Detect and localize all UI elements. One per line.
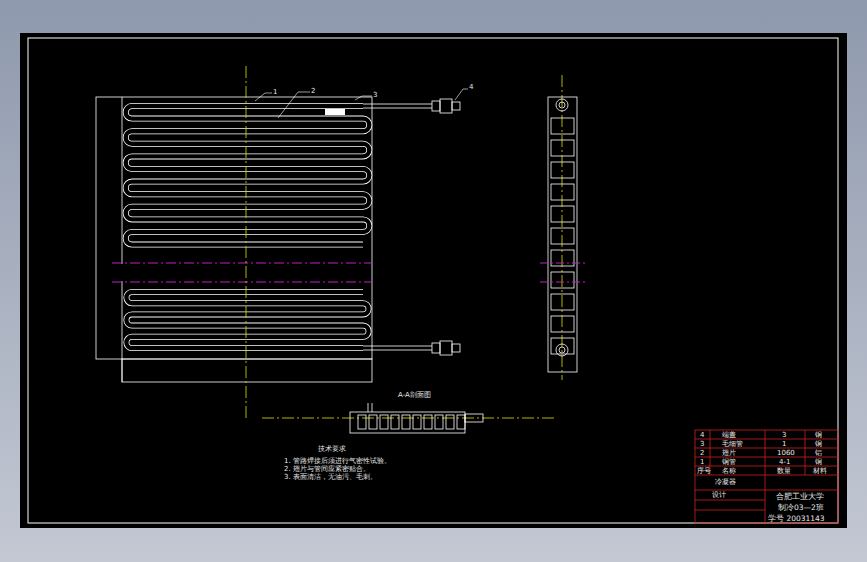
table-cell: 1 bbox=[782, 441, 786, 449]
break-line bbox=[112, 263, 372, 264]
table-cell: 3 bbox=[700, 441, 704, 449]
table-cell: 1060 bbox=[777, 450, 795, 458]
table-cell: 2 bbox=[700, 450, 704, 458]
note-text: 1. 管路焊接后须进行气密性试验。 bbox=[284, 458, 391, 466]
plate-edge bbox=[122, 97, 123, 382]
table-cell: 设计 bbox=[712, 492, 726, 500]
table-cell: 4 bbox=[700, 432, 704, 440]
break-line bbox=[112, 282, 372, 283]
break-gap bbox=[113, 264, 371, 281]
table-cell: 毛细管 bbox=[722, 441, 743, 449]
base-plate bbox=[122, 359, 372, 382]
table-cell: 端盖 bbox=[722, 432, 736, 440]
fin-outline bbox=[96, 97, 372, 359]
table-cell: 铜 bbox=[815, 432, 822, 440]
section-view bbox=[350, 403, 483, 433]
table-cell: 学号 20031143 bbox=[768, 515, 825, 523]
serpentine-tube bbox=[126, 106, 370, 348]
table-cell: 1 bbox=[700, 459, 704, 467]
table-cell: 铝 bbox=[815, 450, 822, 458]
center-line bbox=[262, 418, 555, 419]
callout-number: 3 bbox=[373, 92, 377, 100]
sheet-frame bbox=[28, 38, 838, 523]
callout-number: 2 bbox=[311, 88, 315, 96]
table-cell: 3 bbox=[782, 432, 786, 440]
break-line bbox=[540, 282, 585, 283]
sheet-ground bbox=[20, 33, 847, 528]
table-cell: 铜管 bbox=[722, 459, 736, 467]
note-text: A-A剖面图 bbox=[398, 392, 431, 400]
note-text: 技术要求 bbox=[318, 446, 346, 454]
callout-number: 4 bbox=[469, 84, 473, 92]
table-cell: 翅片 bbox=[722, 450, 736, 458]
table-cell: 铜 bbox=[815, 459, 822, 467]
title-block bbox=[695, 430, 838, 523]
note-text: 3. 表面清洁，无油污、毛刺。 bbox=[284, 474, 377, 482]
nameplate bbox=[325, 108, 345, 115]
break-line bbox=[540, 263, 585, 264]
table-cell: 材料 bbox=[813, 468, 827, 476]
table-cell: 名称 bbox=[722, 468, 736, 476]
table-cell: 冷凝器 bbox=[715, 479, 736, 487]
pipe-fitting bbox=[363, 99, 460, 355]
side-view bbox=[548, 97, 577, 372]
table-cell: 铜 bbox=[815, 441, 822, 449]
center-line bbox=[562, 75, 563, 380]
table-cell: 数量 bbox=[777, 468, 791, 476]
note-text: 2. 翅片与管间应紧密贴合。 bbox=[284, 466, 370, 474]
callout-number: 1 bbox=[273, 89, 277, 97]
center-line bbox=[246, 66, 247, 420]
table-cell: 合肥工业大学 bbox=[776, 493, 824, 501]
leader-line bbox=[255, 89, 468, 118]
table-cell: 序号 bbox=[697, 468, 711, 476]
table-cell: 4-1 bbox=[779, 459, 790, 467]
table-cell: 制冷03—2班 bbox=[778, 504, 824, 512]
